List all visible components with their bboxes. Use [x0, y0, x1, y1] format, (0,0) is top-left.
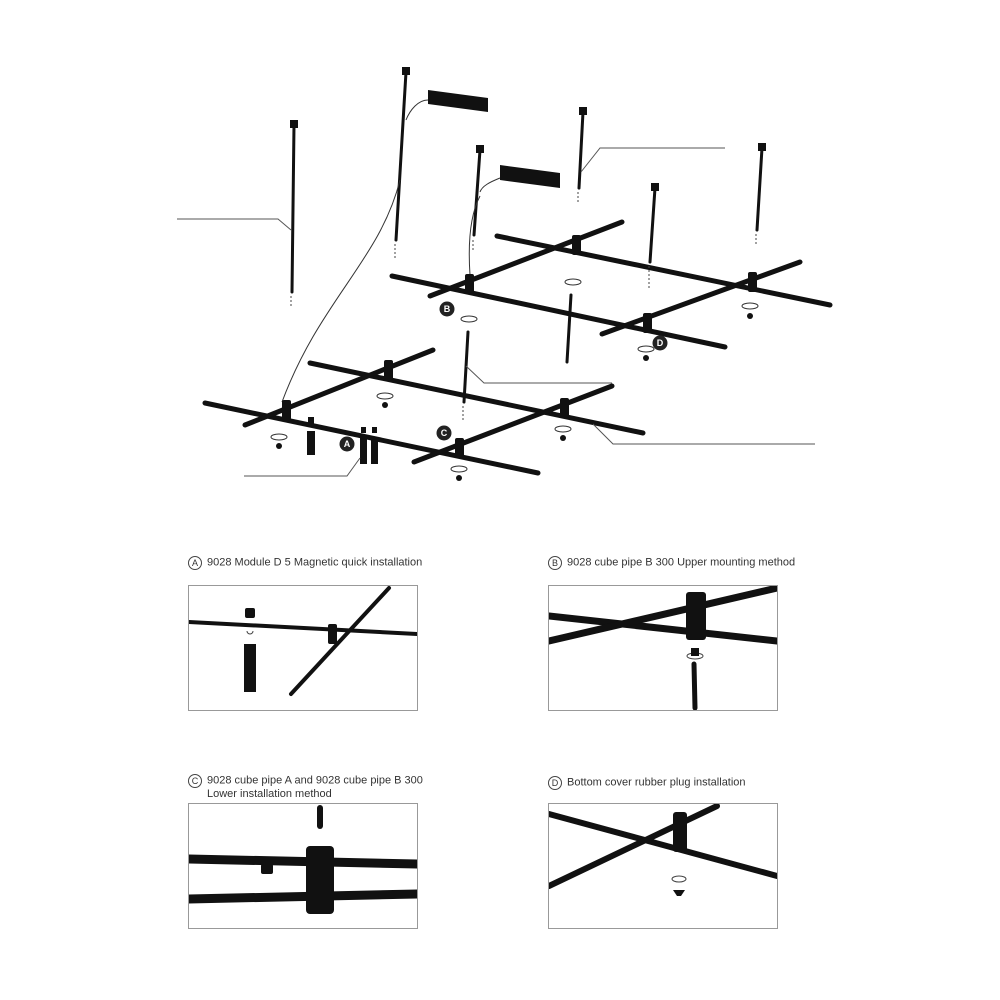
- detail-panel-c: [188, 803, 418, 929]
- magnetic-modules: [307, 417, 378, 464]
- svg-text:D: D: [657, 338, 664, 348]
- caption-a-text: 9028 Module D 5 Magnetic quick installat…: [207, 556, 423, 569]
- svg-text:A: A: [344, 439, 351, 449]
- exploded-assembly-diagram: A B C D: [177, 67, 833, 481]
- detail-caption-d: D Bottom cover rubber plug installation: [548, 776, 746, 790]
- leader-lines: [177, 147, 815, 477]
- caption-c-text: 9028 cube pipe A and 9028 cube pipe B 30…: [207, 774, 423, 787]
- caption-b-text: 9028 cube pipe B 300 Upper mounting meth…: [567, 556, 796, 569]
- power-driver-boxes: [428, 90, 560, 188]
- connector-pipe-right: [565, 293, 573, 364]
- connector-pipe-left: [462, 330, 470, 404]
- suspension-rod-2: [394, 70, 408, 242]
- suspension-rod-1: [290, 123, 296, 294]
- callout-c: C: [436, 425, 452, 441]
- joint-blocks: [282, 235, 757, 458]
- svg-text:B: B: [444, 304, 451, 314]
- lower-cross-right: [411, 383, 615, 465]
- detail-caption-c: C 9028 cube pipe A and 9028 cube pipe B 3…: [188, 774, 423, 801]
- detail-panel-b: [548, 585, 778, 711]
- suspension-rod-4: [577, 110, 585, 190]
- upper-cross-left: [427, 219, 625, 299]
- rubber-plug-rings: [270, 278, 759, 473]
- detail-panel-a: [188, 585, 418, 711]
- badge-c: C: [188, 774, 202, 788]
- badge-b: B: [548, 556, 562, 570]
- detail-panel-d: [548, 803, 778, 929]
- caption-c-text-line2: Lower installation method: [207, 788, 332, 800]
- callout-d: D: [652, 335, 668, 351]
- callout-a: A: [339, 436, 355, 452]
- suspension-rod-3: [472, 148, 482, 237]
- badge-d: D: [548, 776, 562, 790]
- suspension-rod-5: [648, 186, 657, 264]
- caption-d-text: Bottom cover rubber plug installation: [567, 776, 746, 789]
- lower-cross-left: [242, 347, 436, 428]
- lower-bar-back: [307, 360, 646, 436]
- power-cords: [281, 99, 501, 403]
- badge-a: A: [188, 556, 202, 570]
- callout-b: B: [439, 301, 455, 317]
- detail-caption-a: A 9028 Module D 5 Magnetic quick installa…: [188, 556, 422, 570]
- detail-caption-b: B 9028 cube pipe B 300 Upper mounting met…: [548, 556, 795, 570]
- svg-text:C: C: [441, 428, 448, 438]
- suspension-rod-6: [755, 146, 764, 232]
- upper-cross-right: [599, 259, 803, 337]
